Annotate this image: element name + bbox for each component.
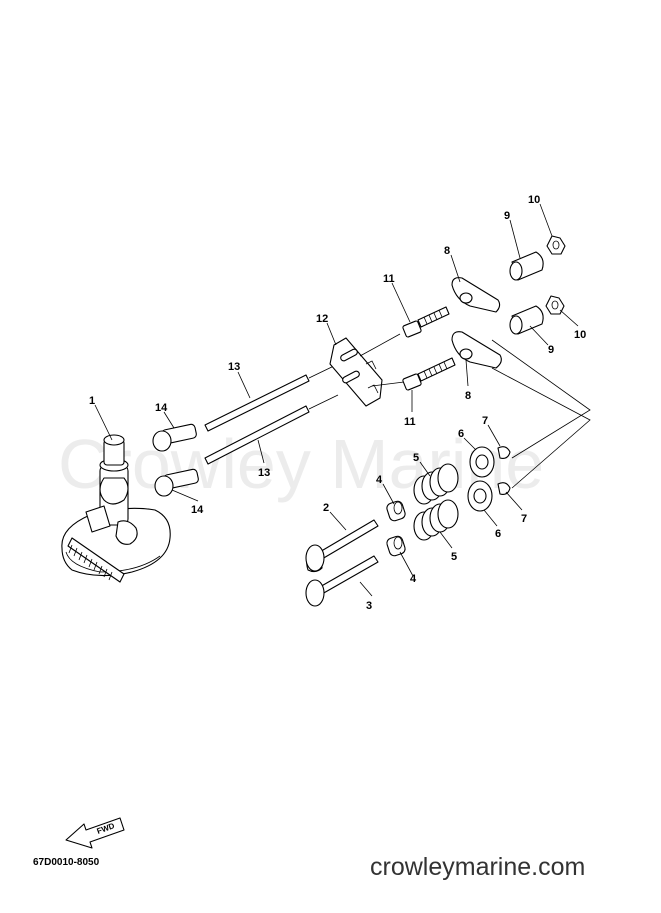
- valve-cotter-lower[interactable]: [497, 482, 511, 495]
- nut-lower[interactable]: [545, 295, 565, 315]
- valve-stem-seal-lower[interactable]: [386, 535, 407, 557]
- exhaust-valve[interactable]: [305, 555, 379, 607]
- callout-11-upper: 11: [383, 273, 395, 285]
- callout-11-lower: 11: [404, 416, 416, 428]
- rocker-arm-stud-upper[interactable]: [402, 306, 450, 338]
- callout-9-upper: 9: [504, 210, 510, 222]
- spring-retainer-upper[interactable]: [469, 446, 495, 478]
- site-url: crowleymarine.com: [370, 853, 586, 881]
- valve-stem-seal-upper[interactable]: [386, 500, 407, 522]
- callout-14-upper: 14: [155, 402, 168, 414]
- callout-6-lower: 6: [495, 528, 501, 540]
- callout-6-upper: 6: [458, 428, 464, 440]
- callout-10-upper: 10: [528, 194, 540, 206]
- callout-8-lower: 8: [465, 390, 471, 402]
- callout-13-upper: 13: [228, 361, 240, 373]
- intake-valve[interactable]: [305, 519, 379, 573]
- valve-cotter-upper[interactable]: [497, 446, 511, 459]
- callout-2: 2: [323, 502, 329, 514]
- diagram-code: 67D0010-8050: [33, 857, 100, 868]
- callout-1: 1: [89, 395, 95, 407]
- valve-lifter-upper[interactable]: [152, 423, 197, 452]
- callout-9-lower: 9: [548, 344, 554, 356]
- callout-5-lower: 5: [451, 551, 457, 563]
- callout-12: 12: [316, 313, 328, 325]
- rocker-arm-lower[interactable]: [451, 331, 502, 369]
- callout-7-upper: 7: [482, 415, 488, 427]
- valve-spring-upper[interactable]: [413, 463, 459, 505]
- valve-spring-lower[interactable]: [413, 499, 459, 541]
- push-rod-guide-plate[interactable]: [329, 337, 383, 407]
- watermark: Crowley Marine: [58, 425, 544, 503]
- callout-labels: 1 2 3 4 4 5 5 6 6 7 7 8 8 9 9 10 10 11 1…: [89, 194, 586, 612]
- nut-upper[interactable]: [546, 235, 566, 255]
- callout-5-upper: 5: [413, 452, 419, 464]
- push-rod-upper[interactable]: [204, 374, 310, 432]
- rocker-arm-upper[interactable]: [451, 277, 501, 313]
- forward-arrow-icon: FWD: [65, 817, 125, 849]
- valve-lifter-lower[interactable]: [154, 468, 199, 497]
- callout-10-lower: 10: [574, 329, 586, 341]
- spring-retainer-lower[interactable]: [467, 480, 493, 512]
- push-rod-lower[interactable]: [204, 405, 310, 465]
- callout-4-lower: 4: [410, 573, 417, 585]
- rocker-arm-stud-lower[interactable]: [402, 357, 456, 391]
- rocker-pivot-upper[interactable]: [509, 251, 544, 281]
- callout-13-lower: 13: [258, 467, 270, 479]
- callout-14-lower: 14: [191, 504, 204, 516]
- callout-4-upper: 4: [376, 474, 383, 486]
- callout-8-upper: 8: [444, 245, 450, 257]
- callout-3: 3: [366, 600, 372, 612]
- camshaft-assembly[interactable]: [61, 434, 171, 583]
- rocker-pivot-lower[interactable]: [509, 305, 544, 335]
- callout-7-lower: 7: [521, 513, 527, 525]
